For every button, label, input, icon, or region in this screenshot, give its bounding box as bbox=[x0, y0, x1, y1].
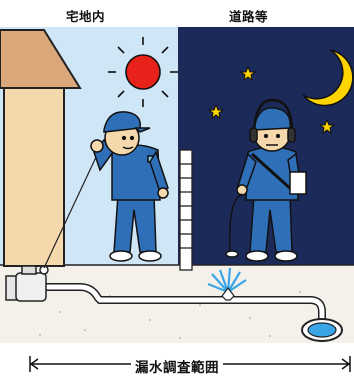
private-property-label: 宅地内 bbox=[66, 9, 106, 24]
star-icon bbox=[239, 65, 257, 82]
house-icon bbox=[0, 29, 82, 267]
water-meter-icon bbox=[5, 265, 49, 302]
fence bbox=[179, 149, 193, 271]
star-icon bbox=[207, 103, 225, 120]
star-icon bbox=[318, 118, 336, 135]
worker-daytime bbox=[90, 111, 169, 262]
road-label: 道路等 bbox=[229, 9, 269, 24]
headphones-icon bbox=[252, 98, 294, 133]
survey-range-caption: 漏水調査範囲 bbox=[0, 356, 354, 376]
leak-spray-icon bbox=[207, 267, 247, 294]
worker-nighttime bbox=[225, 98, 307, 262]
survey-range-label: 漏水調査範囲 bbox=[131, 360, 223, 376]
sun-icon bbox=[108, 37, 178, 107]
manhole-icon bbox=[301, 318, 343, 342]
moon-icon bbox=[302, 49, 354, 107]
